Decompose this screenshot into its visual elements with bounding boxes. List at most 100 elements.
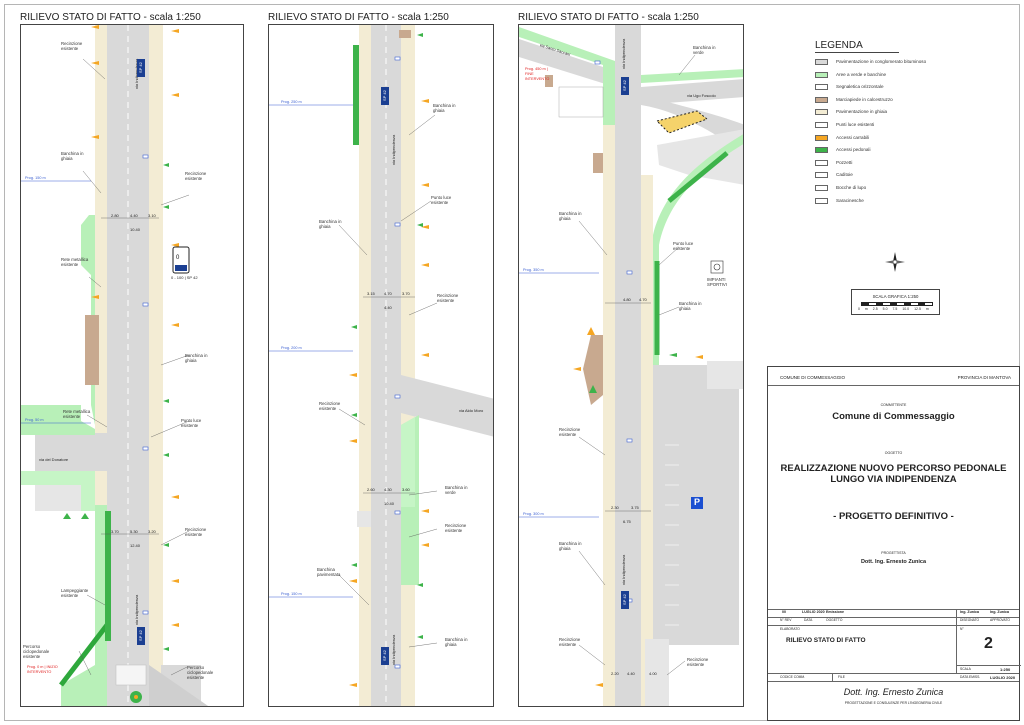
legend-item: Pavimentazione in conglomerato bituminos… [815,58,965,66]
plan-panel-2: Banchina in ghiaia Banchina in ghiaia Pu… [268,24,494,707]
legend-item: Pavimentazione in ghiaia [815,108,965,116]
rev-label-drawn: DISEGNATO [960,618,980,622]
drawing-sheet [4,4,1020,721]
progressive-marker: Prog. 150 m [25,176,46,180]
label-percorso-ciclo: Percorso ciclopedonale esistente [23,644,50,659]
sp-route-marker: SP 42 [381,87,389,105]
sp-route-marker: SP 42 [137,627,145,645]
legend-label: Pavimentazione in ghiaia [836,109,888,115]
scala-label: SCALA [960,667,971,671]
legend-swatch [815,197,828,204]
legend-label: Pavimentazione in conglomerato bituminos… [836,59,927,64]
plan-panel-1: 0 Recinzione esistente Banchina in ghiai… [20,24,244,707]
dimension: 12.40 [130,543,141,548]
title-block: COMUNE DI COMMESSAGGIO PROVINCIA DI MANT… [767,366,1021,721]
label-rete-metallica: Rete metallica esistente [61,257,89,267]
legend-label: Pozzetti [836,159,853,165]
legend-item: Aree a verde e banchine [815,71,965,79]
legend-underline [815,52,899,53]
svg-text:0: 0 [176,255,180,261]
building [583,335,603,405]
traffic-island [656,110,709,134]
oggetto-line-1: REALIZZAZIONE NUOVO PERCORSO PEDONALE [780,463,1007,474]
legend-swatch [815,59,828,65]
legend-label: Saracinesche [836,197,864,203]
dimension: 10.40 [130,227,141,232]
legend-label: Marciapiede in calcestruzzo [836,96,893,102]
street-name: via Indipendenza [391,134,396,165]
plan-1-drawing: 0 [21,25,209,706]
sp-route-marker: SP 42 [621,77,629,95]
dimension: 6.75 [623,519,631,524]
street-name: via Indipendenza [621,38,626,69]
dimension: 4.80 [623,297,631,302]
parking-letter: P [694,497,701,507]
oggetto-line-2: LUNGO VIA INDIPENDENZA [830,474,957,485]
label-lampeggiante: Lampeggiante esistente [61,588,89,598]
dimension: 10.40 [384,501,395,506]
dimension: 3.10 [148,213,156,218]
provincia-header: PROVINCIA DI MANTOVA [957,375,1011,380]
project-phase: - PROGETTO DEFINITIVO - [833,511,954,522]
drawing-number: 2 [984,635,993,652]
label-banchina-pav: Banchina pavimentata [317,567,341,577]
legend-item: Saracinesche [815,197,965,205]
label-banchina: Banchina in ghiaia [433,103,456,113]
legend-swatch [815,159,828,166]
rev-label-number: N° REV [780,618,792,622]
dimension: 3.15 [367,291,375,296]
legend-swatch [815,84,828,91]
hedge-strip [105,511,111,641]
dimension: 4.40 [384,305,392,310]
street-name: via Ugo Foscolo [687,93,716,98]
label-recinzione: Recinzione esistente [185,171,207,181]
legend-item: Segnaletica orizzontale [815,83,965,91]
label-banchina: Banchina in ghiaia [445,637,468,647]
label-punto-luce: Punto luce esistente [673,241,694,251]
green-area [21,405,95,435]
dimension: 2.60 [367,487,375,492]
label-banchina: Banchina in ghiaia [559,211,582,221]
rev-date: LUGLIO 2020 [802,610,825,614]
graphic-scale-ticks: 0 m 2.5 5.0 7.5 10.0 12.5 m [858,307,929,311]
legend-item: Caditoie [815,171,965,179]
rev-drawn-by: Ing. Zunica [960,610,979,614]
label-banchina: Banchina in ghiaia [61,151,84,161]
progressive-marker: Prog. 250 m [281,100,302,104]
start-of-works-note: Prog. 0 m | INIZIO INTERVENTO [27,665,58,674]
sp-route-marker: SP 42 [621,591,629,609]
progettista-label: PROGETTISTA [881,551,906,555]
graphic-scale: SCALA GRAFICA 1:250 0 m 2.5 5.0 7.5 10.0… [851,289,940,315]
progressive-marker: Prog. 200 m [281,346,302,350]
dimension: 2.20 [611,671,619,676]
legend-swatch [815,96,828,103]
progressive-marker: Prog. 350 m [523,268,544,272]
progettista-name: Dott. Ing. Ernesto Zunica [860,559,927,565]
progressive-marker: Prog. 150 m [281,592,302,596]
dimension: 3.70 [111,529,119,534]
dimension: 4.40 [627,671,635,676]
panel-2-title: RILIEVO STATO DI FATTO - scala 1:250 [268,12,449,23]
label-banchina: Banchina in ghiaia [559,541,582,551]
rev-approved-by: Ing. Zunica [990,610,1009,614]
legend-label: Aree a verde e banchine [836,71,887,77]
dimension: 4.40 [130,213,138,218]
legend-label: Bocche di lupo [836,185,867,190]
legend-item: Marciapiede in calcestruzzo [815,96,965,104]
dimension: 2.80 [111,213,119,218]
file-label: FILE [838,675,845,679]
legend-label: Caditoie [836,172,853,178]
legend-title: LEGENDA [815,40,863,51]
elaborato-label: ELABORATO [780,627,800,631]
gravel-shoulder-right [149,25,163,706]
label-punto-luce: Punto luce esistente [431,195,452,205]
sp-route-marker: SP 42 [381,647,389,665]
dimension: 3.75 [631,505,639,510]
legend-swatch [815,147,828,154]
street-name: via del Donatore [39,457,69,462]
dimension: 3.20 [148,529,156,534]
dimension: 4.30 [384,487,392,492]
legend-swatch [815,71,828,78]
signature-subtitle: PROGETTAZIONE E CONSULENZE PER L'INGEGNE… [844,701,943,705]
graphic-scale-title: SCALA GRAFICA 1:250 [872,294,919,299]
